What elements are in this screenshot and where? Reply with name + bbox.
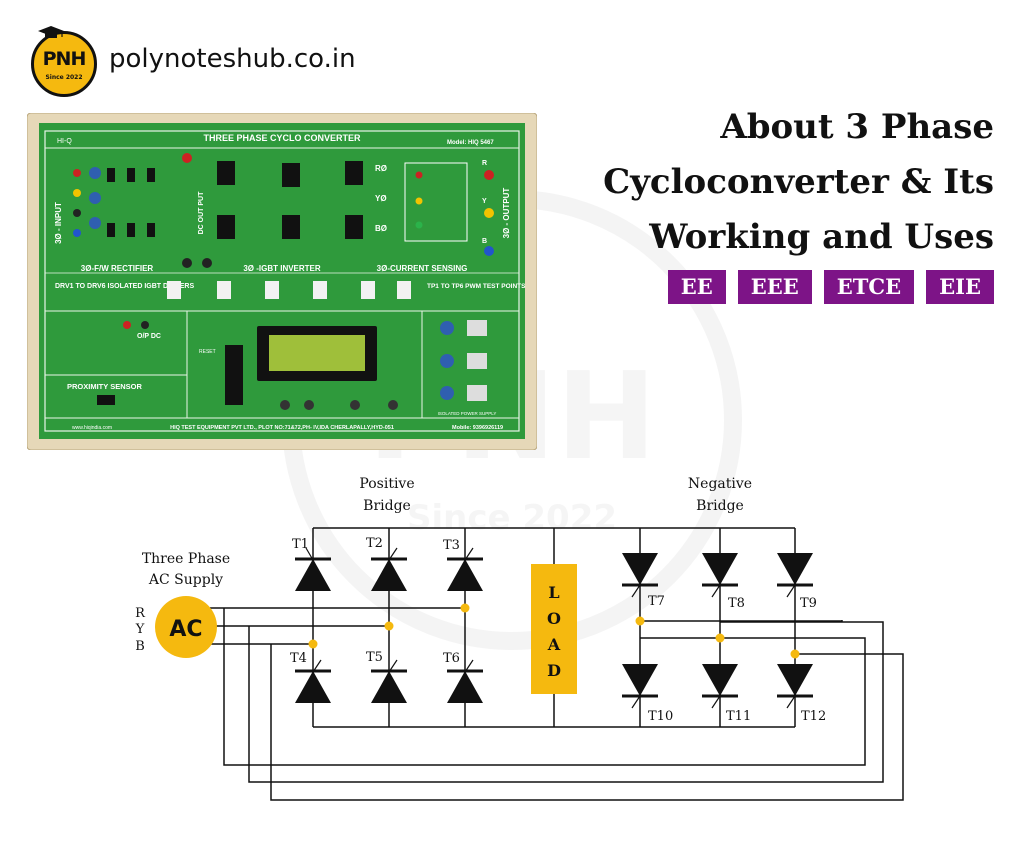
label-t4: T4 (290, 651, 307, 666)
board-dc-output: DC OUT PUT (198, 191, 205, 235)
board-input-label: 3Ø - INPUT (54, 202, 63, 244)
thyristor-t4 (295, 659, 331, 703)
rectifier-label: 3Ø-F/W RECTIFIER (81, 264, 154, 273)
graduation-cap-icon (38, 26, 64, 38)
thyristor-t7 (622, 553, 658, 598)
title-line-3: Working and Uses (649, 217, 994, 257)
current-sensing-box (404, 162, 468, 242)
phase-y: Y (135, 622, 145, 637)
phase-b: B (135, 639, 145, 654)
label-t2: T2 (366, 536, 383, 551)
branch-tags: EE EEE ETCE EIE (667, 270, 994, 304)
load-letter-a: A (547, 635, 561, 654)
out-r-label: R (482, 160, 487, 167)
board-title: THREE PHASE CYCLO CONVERTER (203, 133, 361, 143)
silk-border (44, 130, 520, 432)
positive-bridge-line-2: Bridge (363, 498, 411, 514)
op-dc-label: O/P DC (137, 333, 161, 340)
board-website: www.hiqindia.com (72, 425, 112, 431)
positive-bridge-line-1: Positive (359, 476, 414, 492)
trainer-board-photo: HI-Q THREE PHASE CYCLO CONVERTER Model: … (27, 113, 537, 450)
output-terminals (415, 170, 494, 256)
board-footer: HIQ TEST EQUIPMENT PVT LTD., PLOT NO:71&… (170, 425, 394, 431)
tag-ee[interactable]: EE (667, 270, 726, 304)
load-box (531, 564, 577, 694)
out-b-label: B (482, 238, 487, 245)
load-letter-l: L (548, 583, 559, 602)
board-model: Model: HIQ 5467 (447, 140, 494, 146)
lcd-screen (269, 335, 365, 371)
phase-b-label: BØ (375, 224, 387, 233)
tag-eee[interactable]: EEE (737, 270, 812, 304)
logo-text: PNH (42, 48, 87, 70)
board-mobile: Mobile: 9396926119 (452, 425, 503, 431)
inverter-label: 3Ø -IGBT INVERTER (243, 264, 321, 273)
tag-etce[interactable]: ETCE (823, 270, 915, 304)
label-t8: T8 (728, 596, 745, 611)
thyristor-t12 (777, 664, 813, 709)
igbt-modules (217, 161, 363, 239)
thyristor-t8 (702, 553, 738, 598)
microcontroller-chip (225, 345, 243, 405)
input-terminals (73, 169, 81, 237)
watermark-since: Since 2022 (406, 498, 618, 538)
junction-dots (308, 603, 800, 659)
negative-bridge-line-1: Negative (688, 476, 752, 492)
dc-terminals (182, 153, 212, 268)
proximity-label: PROXIMITY SENSOR (67, 382, 142, 391)
negative-bridge-line-2: Bridge (696, 498, 744, 514)
cycloconverter-circuit: L O A D AC R Y B Three Phase AC Supply P… (135, 476, 904, 801)
label-t9: T9 (800, 596, 817, 611)
rectifier-diodes (89, 167, 155, 237)
thyristor-t11 (702, 664, 738, 709)
thyristor-t10 (622, 664, 658, 709)
thyristor-t3 (447, 547, 483, 591)
brand-logo: PNH Since 2022 (31, 26, 97, 97)
push-buttons (280, 400, 398, 410)
label-t1: T1 (292, 537, 309, 552)
load-letter-d: D (547, 661, 561, 680)
label-t10: T10 (648, 709, 673, 724)
thyristor-t1 (295, 547, 331, 591)
board-brand: HI-Q (57, 138, 72, 145)
ac-source (155, 596, 217, 658)
board-output-label: 3Ø - OUTPUT (502, 188, 511, 239)
supply-label-line-1: Three Phase (142, 551, 230, 567)
test-points-label: TP1 TO TP6 PWM TEST POINTS (427, 283, 526, 290)
thyristor-t2 (371, 547, 407, 591)
phase-r: R (135, 606, 146, 621)
drivers-label: DRV1 TO DRV6 ISOLATED IGBT DRIVERS (55, 283, 194, 290)
driver-modules (167, 281, 411, 299)
sensing-label: 3Ø-CURRENT SENSING (377, 264, 468, 273)
title-line-2: Cycloconverter & Its (603, 162, 994, 202)
reset-label: RESET (199, 349, 216, 355)
out-y-label: Y (482, 198, 487, 205)
thyristor-t5 (371, 659, 407, 703)
label-t5: T5 (366, 650, 383, 665)
thyristor-t9 (777, 553, 813, 598)
isolated-supply (440, 320, 487, 401)
label-t7: T7 (648, 594, 665, 609)
phase-y-label: YØ (375, 194, 387, 203)
phase-r-label: RØ (375, 164, 387, 173)
load-letter-o: O (547, 609, 561, 628)
isolated-supply-label: ISOLATED POWER SUPPLY (438, 411, 497, 416)
page-title: About 3 Phase Cycloconverter & Its Worki… (574, 100, 994, 265)
ac-source-label: AC (169, 617, 202, 642)
label-t3: T3 (443, 538, 460, 553)
site-url[interactable]: polynoteshub.co.in (109, 44, 356, 74)
thyristor-t6 (447, 659, 483, 703)
label-t11: T11 (726, 709, 751, 724)
title-line-1: About 3 Phase (720, 107, 994, 147)
label-t6: T6 (443, 651, 460, 666)
supply-label-line-2: AC Supply (148, 572, 223, 588)
logo-since: Since 2022 (45, 74, 83, 81)
label-t12: T12 (801, 709, 826, 724)
tag-eie[interactable]: EIE (926, 270, 994, 304)
